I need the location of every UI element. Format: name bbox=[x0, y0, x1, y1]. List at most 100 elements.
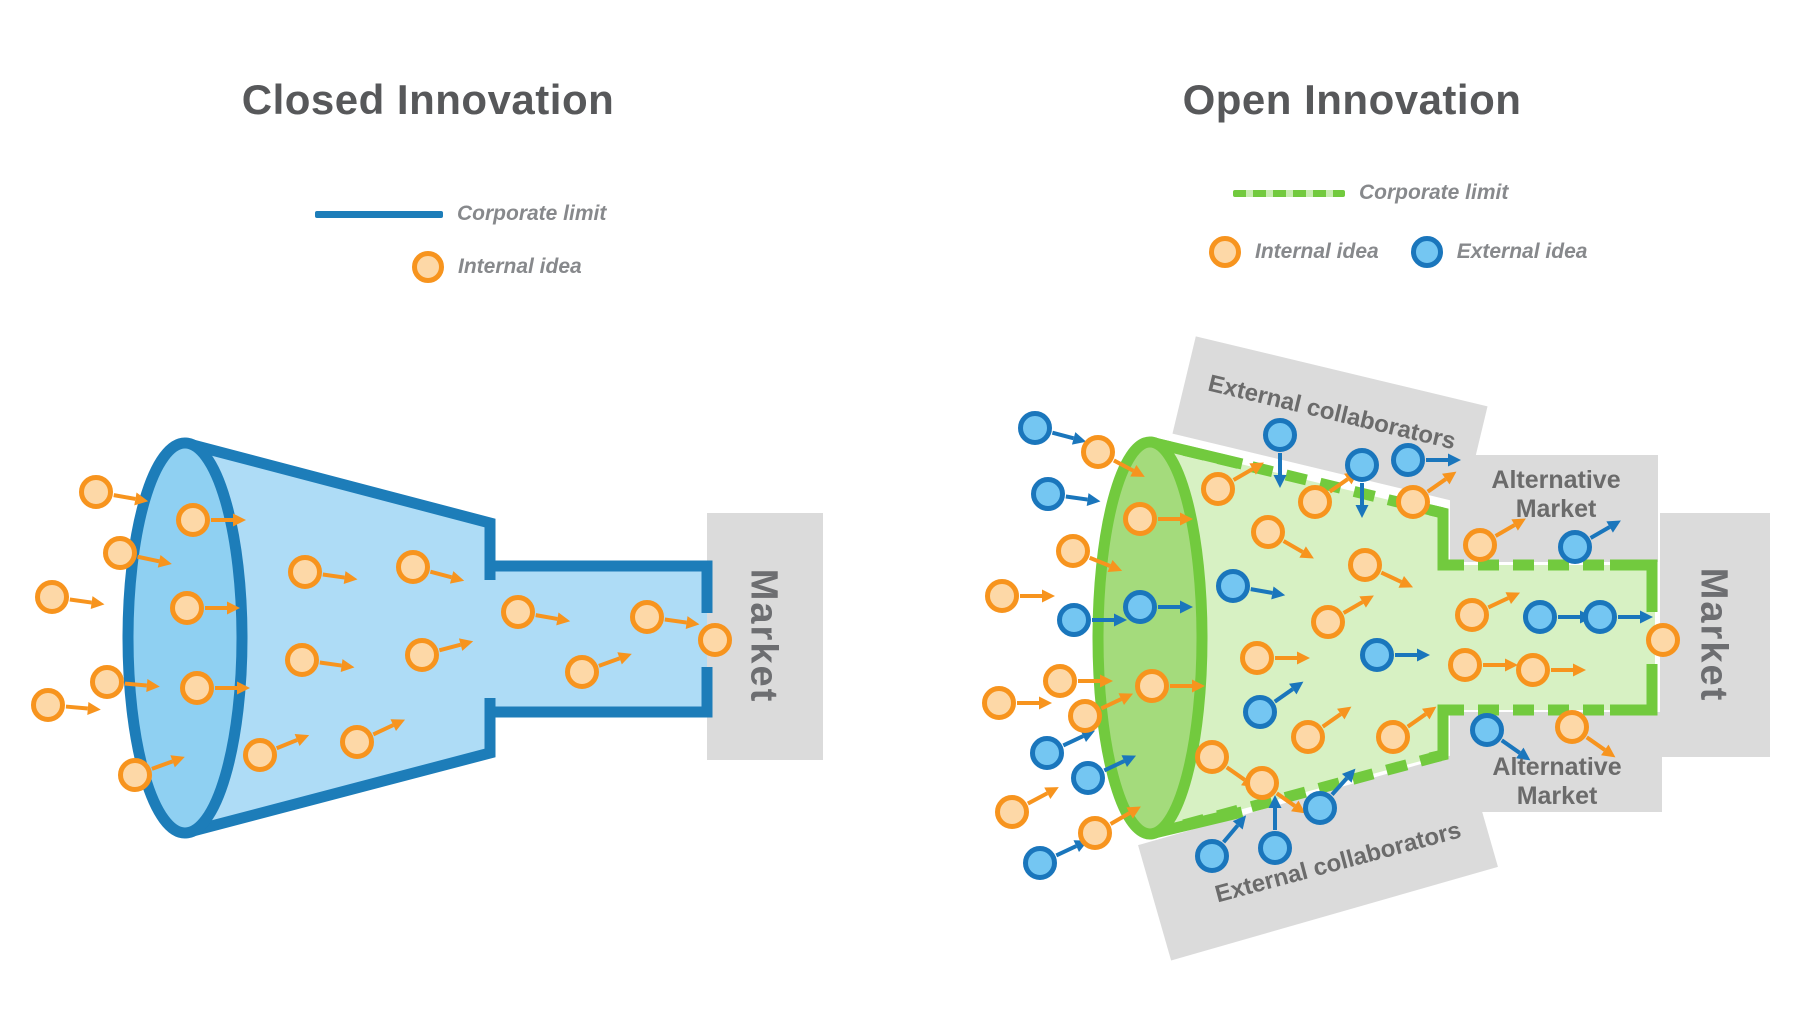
closed-corporate-limit-border-top bbox=[183, 437, 713, 613]
internal-idea-dot bbox=[698, 623, 732, 657]
internal-idea-dot bbox=[995, 787, 1059, 829]
internal-idea-dot bbox=[405, 638, 474, 672]
external-idea-dot bbox=[1018, 411, 1087, 445]
closed-legend-corporate-limit: Corporate limit bbox=[315, 199, 606, 229]
external-collaborators-bottom-box bbox=[1138, 751, 1498, 961]
open-market-label: Market bbox=[1693, 568, 1735, 703]
internal-idea-dot bbox=[118, 755, 185, 792]
internal-idea-dot bbox=[1078, 806, 1141, 850]
internal-idea-dot bbox=[1463, 518, 1526, 562]
internal-idea-dot bbox=[1245, 766, 1306, 814]
external-idea-dot bbox=[1263, 418, 1297, 488]
internal-idea-dot bbox=[1396, 471, 1457, 519]
external-idea-dot bbox=[1123, 590, 1193, 624]
external-idea-dot bbox=[1031, 477, 1101, 511]
open-funnel-body bbox=[1098, 442, 1655, 834]
internal-idea-dot bbox=[1298, 471, 1359, 519]
external-idea-dot bbox=[1057, 603, 1127, 637]
external-idea-dot bbox=[1303, 768, 1356, 825]
corporate-limit-dash-swatch bbox=[1233, 189, 1345, 197]
internal-idea-label: Internal idea bbox=[1255, 240, 1379, 263]
corporate-limit-label: Corporate limit bbox=[457, 202, 607, 225]
internal-idea-dot bbox=[1516, 653, 1586, 687]
internal-idea-dot bbox=[565, 652, 632, 689]
internal-idea-dot bbox=[1448, 648, 1518, 682]
closed-innovation-figure: Market bbox=[31, 437, 823, 839]
alternative-market-bottom-label-line1: Alternative bbox=[1492, 753, 1621, 781]
internal-idea-swatch bbox=[412, 251, 444, 283]
internal-idea-dot bbox=[79, 475, 149, 509]
internal-idea-dot bbox=[90, 665, 160, 699]
internal-idea-dot bbox=[1376, 706, 1437, 754]
internal-idea-dot bbox=[340, 719, 406, 759]
internal-idea-dot bbox=[1068, 693, 1134, 733]
internal-idea-dot bbox=[176, 503, 246, 537]
internal-idea-label: Internal idea bbox=[458, 255, 582, 278]
alternative-market-top-label-line1: Alternative bbox=[1491, 466, 1620, 494]
internal-idea-dot bbox=[31, 688, 101, 722]
internal-idea-dot bbox=[501, 595, 571, 629]
internal-idea-dot bbox=[982, 686, 1052, 720]
open-corporate-limit-solid-border bbox=[1148, 436, 1658, 840]
internal-idea-dot bbox=[1056, 534, 1123, 573]
open-legend-corporate-limit: Corporate limit bbox=[1233, 178, 1508, 208]
corporate-limit-label: Corporate limit bbox=[1359, 181, 1509, 204]
internal-idea-swatch bbox=[1209, 236, 1241, 268]
external-idea-dot bbox=[1583, 600, 1653, 634]
internal-idea-dot bbox=[1291, 706, 1352, 754]
closed-market-label: Market bbox=[743, 569, 785, 704]
internal-idea-dot bbox=[630, 600, 700, 634]
internal-idea-dot bbox=[1201, 462, 1264, 506]
external-idea-dot bbox=[1360, 638, 1430, 672]
open-legend-ideas: Internal idea External idea bbox=[1209, 236, 1588, 268]
internal-idea-dot bbox=[985, 579, 1055, 613]
internal-idea-dot bbox=[1081, 435, 1145, 477]
external-idea-dot bbox=[1023, 840, 1089, 880]
external-idea-dot bbox=[1195, 815, 1247, 873]
internal-idea-dot bbox=[1123, 502, 1193, 536]
internal-idea-dot bbox=[1455, 592, 1521, 632]
open-idea-dots bbox=[982, 411, 1680, 880]
corporate-limit-line-swatch bbox=[315, 210, 443, 218]
external-idea-dot bbox=[1216, 569, 1286, 603]
external-idea-label: External idea bbox=[1456, 240, 1588, 263]
external-idea-dot bbox=[1258, 795, 1292, 865]
internal-idea-dot bbox=[1135, 669, 1205, 703]
open-corporate-limit-dashed-border bbox=[1148, 436, 1645, 840]
closed-idea-dots bbox=[31, 475, 732, 792]
external-idea-dot bbox=[1391, 443, 1461, 477]
open-innovation-figure: External collaborators External collabor… bbox=[982, 336, 1770, 961]
internal-idea-dot bbox=[1251, 515, 1314, 559]
closed-innovation-title: Closed Innovation bbox=[241, 76, 615, 123]
closed-funnel-body bbox=[128, 443, 707, 833]
internal-idea-dot bbox=[1240, 641, 1310, 675]
alternative-market-top-label-line2: Market bbox=[1516, 495, 1597, 523]
external-idea-dot bbox=[1243, 681, 1304, 729]
internal-idea-dot bbox=[285, 643, 355, 677]
external-idea-dot bbox=[1345, 448, 1379, 518]
internal-idea-dot bbox=[1348, 548, 1414, 588]
external-idea-swatch bbox=[1410, 236, 1443, 268]
internal-idea-dot bbox=[170, 591, 240, 625]
open-funnel-mouth bbox=[1092, 436, 1208, 840]
external-idea-dot bbox=[1071, 755, 1137, 795]
alternative-market-bottom-label-line2: Market bbox=[1517, 782, 1598, 810]
external-idea-dot bbox=[1470, 713, 1531, 761]
internal-idea-dot bbox=[396, 550, 465, 584]
internal-idea-dot bbox=[1646, 623, 1680, 657]
closed-funnel-mouth bbox=[122, 437, 248, 839]
internal-idea-dot bbox=[288, 555, 358, 589]
external-idea-dot bbox=[1030, 730, 1096, 770]
internal-idea-dot bbox=[1555, 710, 1616, 758]
internal-idea-dot bbox=[1043, 664, 1113, 698]
internal-idea-dot bbox=[180, 671, 250, 705]
open-innovation-title: Open Innovation bbox=[1182, 76, 1522, 123]
closed-legend-internal-idea: Internal idea bbox=[412, 251, 582, 283]
closed-corporate-limit-border-bottom bbox=[183, 667, 713, 839]
external-idea-dot bbox=[1558, 520, 1621, 564]
internal-idea-dot bbox=[1311, 595, 1374, 639]
internal-idea-dot bbox=[35, 580, 105, 614]
internal-idea-dot bbox=[243, 733, 310, 772]
